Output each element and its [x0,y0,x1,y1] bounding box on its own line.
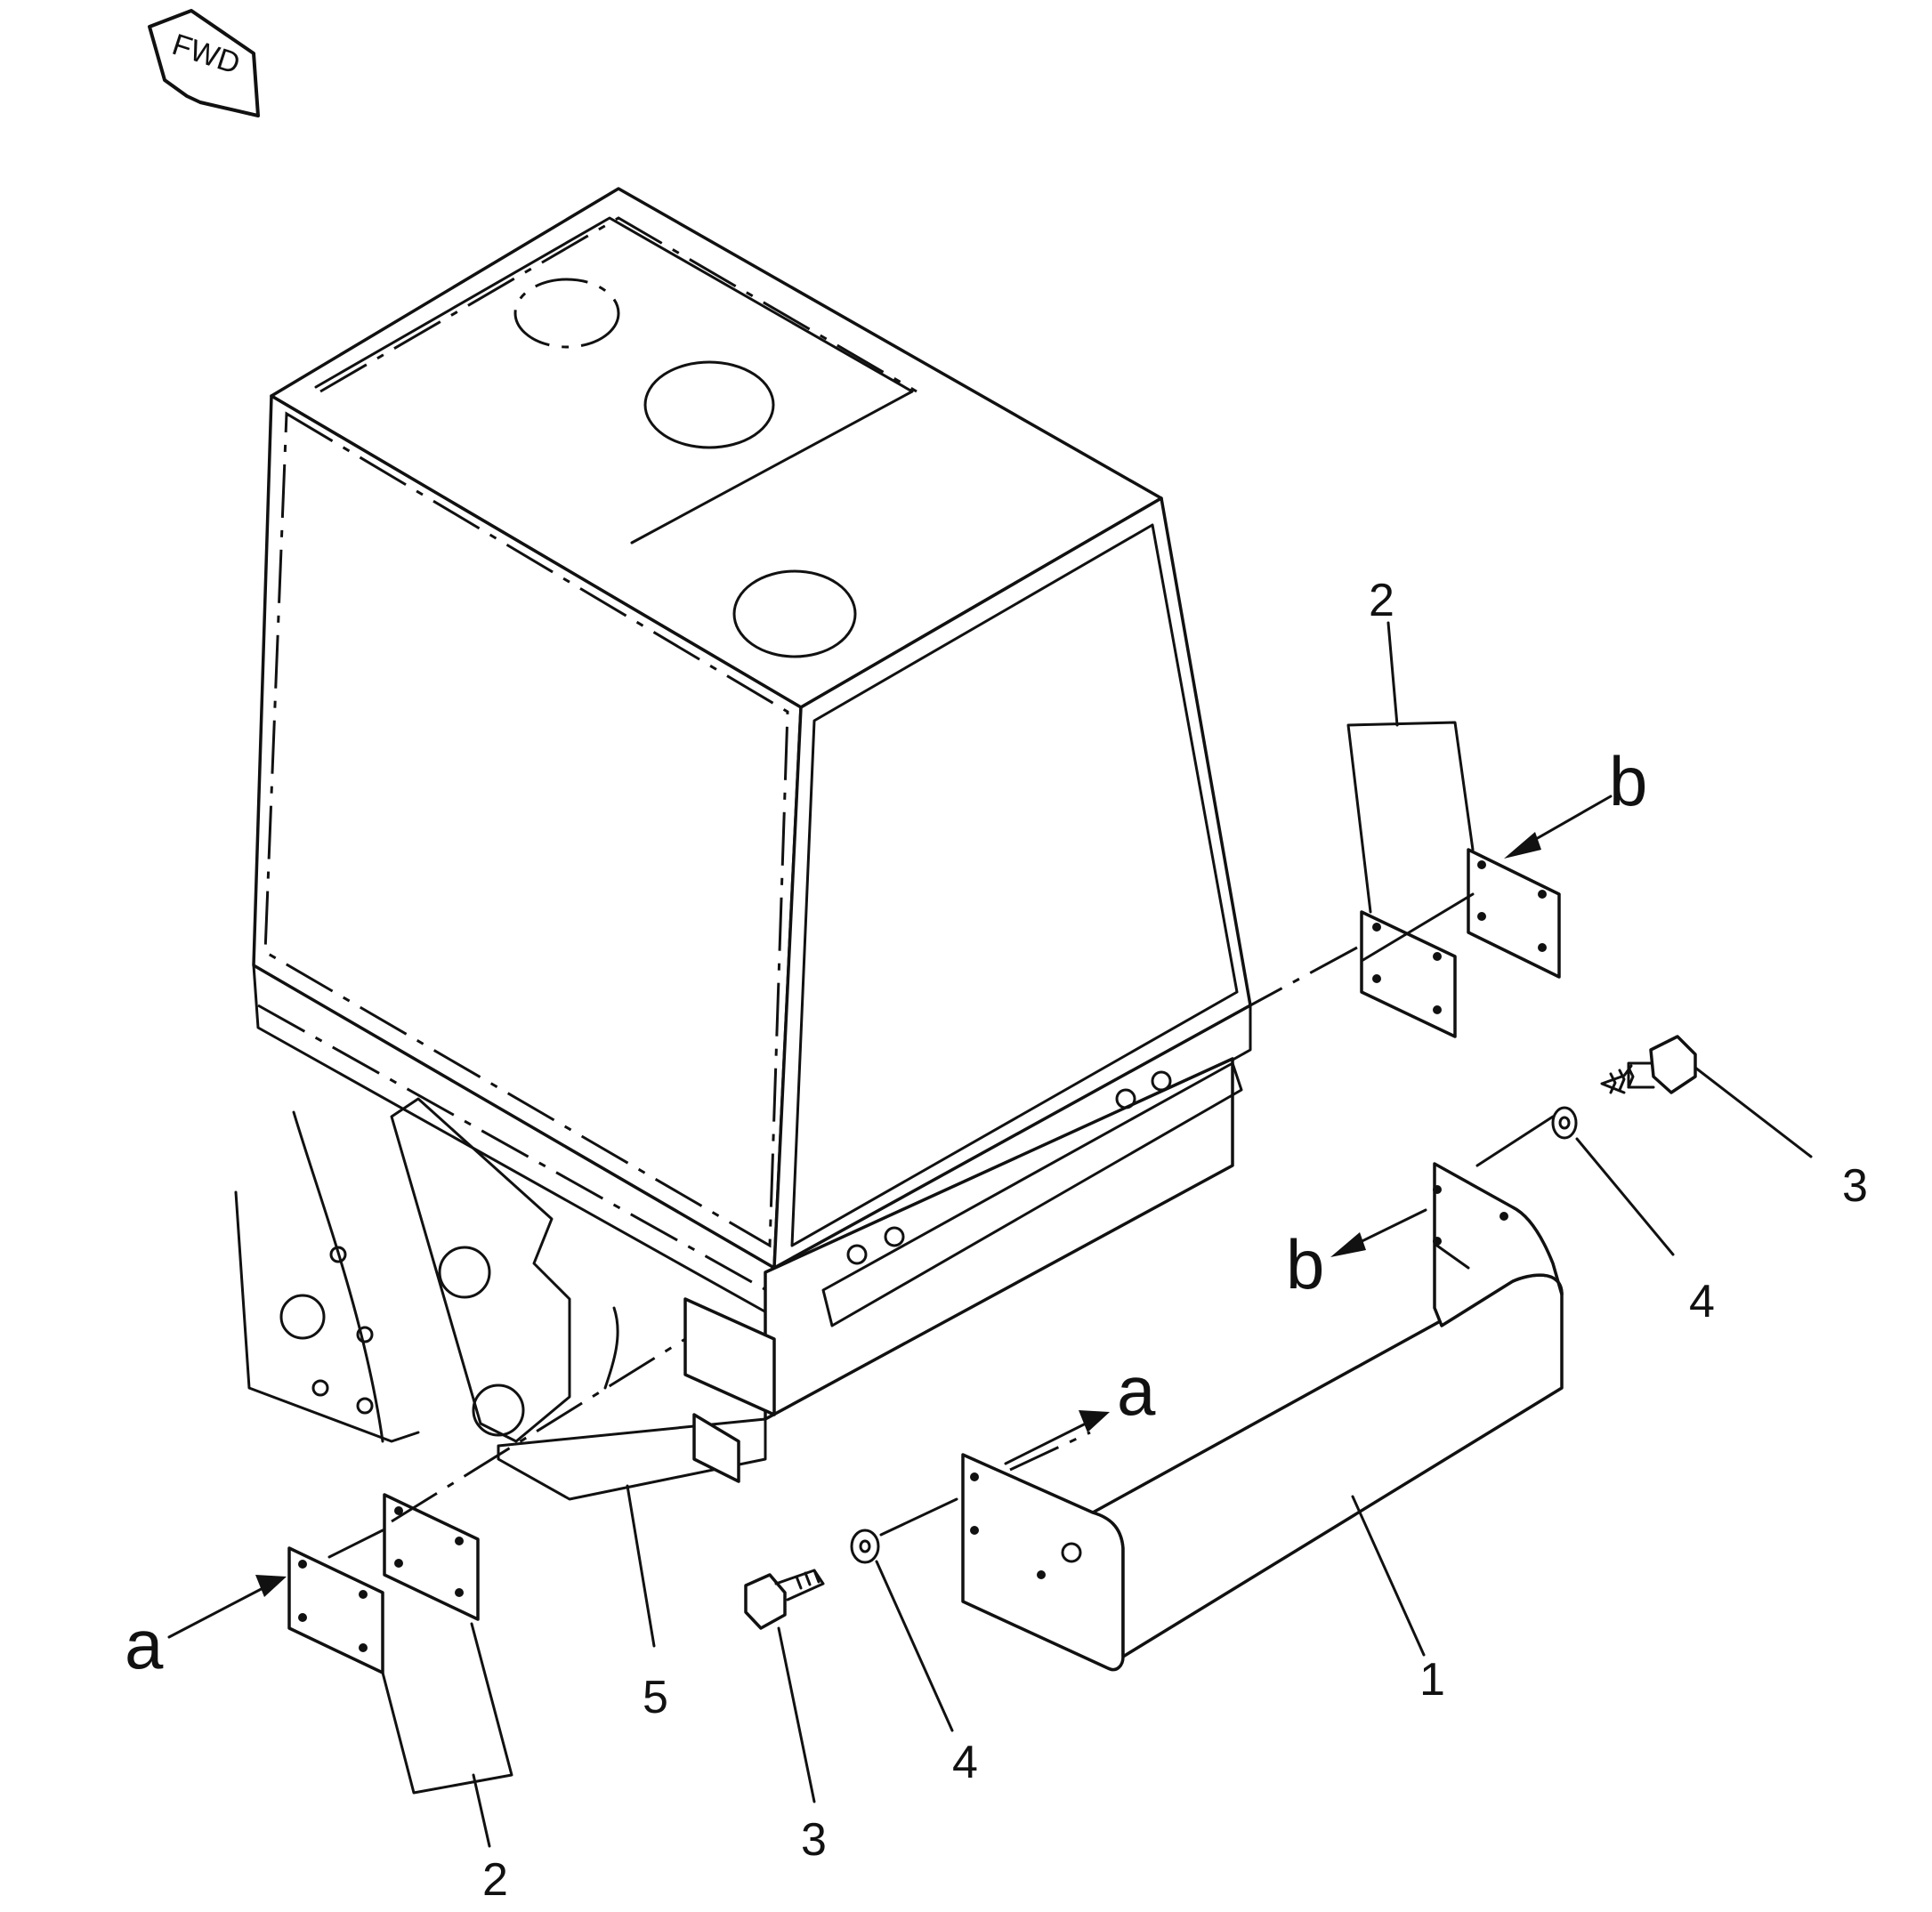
view-arrow-b-mid [1330,1208,1427,1257]
frame-assembly [234,1057,1243,1501]
callout-washer-lower: 4 [952,1737,978,1788]
callout-frame: 5 [643,1672,668,1723]
top-port-1 [513,278,620,349]
top-port-2 [643,360,775,449]
bolt-lower [744,1569,825,1803]
view-letter-b-top: b [1609,742,1647,820]
view-arrow-b-top [1504,795,1613,859]
view-letter-a-top: a [1117,1351,1156,1430]
top-port-3 [732,569,857,658]
callout-counterweight: 1 [1419,1654,1445,1706]
view-arrow-a-left [167,1575,287,1639]
washer-right [1475,1106,1675,1256]
shim-set-upper [1249,621,1561,1038]
view-letter-b-mid: b [1286,1225,1324,1303]
callout-washer-right: 4 [1689,1276,1715,1327]
cab-body [252,187,1252,1319]
shim-set-lower [287,1337,686,1848]
view-arrow-a-top [1004,1410,1110,1465]
bolt-right [1600,1035,1813,1158]
frame-leader [626,1484,656,1648]
view-letter-a-left: a [125,1605,164,1683]
callout-shim-lower: 2 [482,1854,508,1906]
callout-bolt-right: 3 [1842,1160,1868,1212]
callout-bolt-lower: 3 [801,1814,827,1866]
callout-shim-upper: 2 [1369,575,1394,626]
fwd-direction-tag: FWD [148,9,260,117]
fwd-label: FWD [168,28,244,81]
counterweight [961,1162,1564,1672]
washer-lower [850,1497,958,1732]
